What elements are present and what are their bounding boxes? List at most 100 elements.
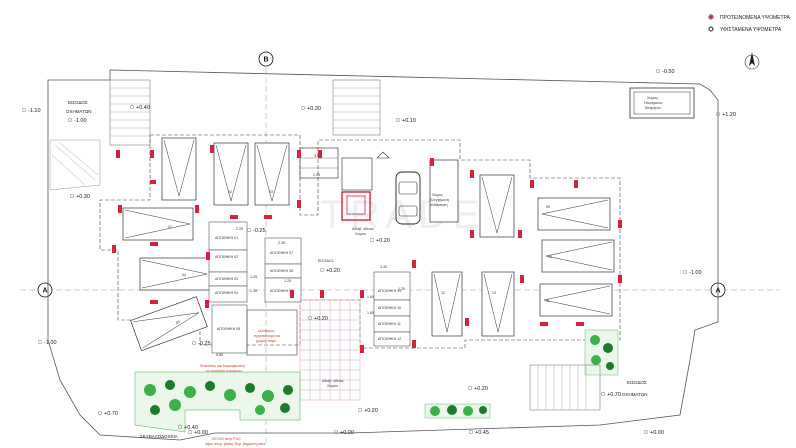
legend-existing-label: ΥΦΙΣΤΑΜΕΝΑ ΥΨΟΜΕΤΡΑ [720,27,782,33]
top-ramp [332,79,381,136]
storage-note-3: χωρος παρκ. [256,339,277,343]
parking-bay-3 [254,142,290,206]
plan-line [749,52,755,66]
plan-line [682,269,688,275]
plan-line [470,230,474,238]
plan-line [360,345,364,353]
storage-block-right [373,271,411,347]
bins-label: ΣΚΥΒΑΛΟΔΟΧΕΙΑ [140,434,178,439]
plan-line [144,384,156,396]
plan-line [258,51,274,67]
plan-line: +0.45 [475,430,489,436]
plan-line [37,339,43,345]
electric-meters-room [629,87,695,119]
plan-line [518,230,522,238]
parking-bay-2 [213,142,249,206]
axis-a-left-label: A [43,288,48,295]
parking-bay-11 [539,283,613,317]
parking-number: 11 [546,299,550,303]
plan-line [283,385,293,395]
parking-bay-8 [479,174,515,238]
plan-line: +0.10 [402,118,416,124]
site-boundary [47,69,719,441]
level-marker: +0.30 [300,105,321,112]
plan-line [633,91,691,115]
plan-line: -0.25 [198,341,211,347]
entrance-vehicles-right-line2: ΟΧΗΜΑΤΩΝ [622,392,647,397]
plan-line [169,399,181,411]
plan-line [481,176,513,234]
stair-core [299,147,390,221]
parking-number: 09 [546,205,550,209]
plan-line [150,405,160,415]
greenery-note-1: Φυτεύσεις και διαμορφώσεις [200,364,246,368]
plan-line [187,429,193,435]
plan-line: -1.00 [689,270,702,276]
plan-line [545,241,613,271]
dimension: 2.35 [278,241,285,245]
storage-label: ΑΠΟΘΗΚΗ 04 [215,291,238,295]
level-marker: +0.30 [69,193,90,200]
storage-block-left [208,221,302,303]
corridor-note: Αδιάβ. άδειας [322,379,344,383]
legend: ΠΡΟΤΕΙΝΟΜΕΝΑ ΥΨΟΜΕΤΡΑ ΥΦΙΣΤΑΜΕΝΑ ΥΨΟΜΕΤΡ… [708,14,791,33]
plan-line [369,237,375,243]
plan-line [346,195,366,215]
storage-label: ΑΠΟΘΗΚΗ 09 [378,289,401,293]
plan-line [398,181,418,195]
plan-line [398,205,418,217]
plan-line [205,381,215,391]
dimension: 3.40 [380,265,387,269]
plan-line [246,309,298,356]
shaft-line2: Χώρου [355,232,366,236]
north-arrow-icon [744,52,760,70]
plan-line [195,205,199,213]
plan-line [97,410,103,416]
plan-line [230,215,238,219]
plan-line [118,205,122,213]
parking-number: 13 [492,291,496,295]
plan-line [341,157,373,191]
legend-proposed-icon [708,14,714,20]
plan-line [112,245,116,253]
storage-label: ΑΠΟΘΗΚΗ 11 [378,322,401,326]
parking-bay-10 [541,239,615,273]
space-center-line2: Ελεγχόμενη [430,198,449,202]
greenery-note-2: με ευκοσμία πρασίνου [206,369,242,373]
plan-line [629,87,695,119]
parking-bay-12 [431,271,463,337]
plan-line [618,220,622,228]
level-marker: +0.40 [129,104,150,111]
parking-bay-4 [122,207,194,241]
elevator-shaft [341,191,371,221]
plan-line [299,147,339,179]
plan-line: +1.20 [722,112,736,118]
plan-line [215,144,247,202]
plan-line: +0.00 [650,430,664,436]
plan-line [468,429,474,435]
plan-line: -0.50 [662,69,675,75]
level-marker: +0.10 [395,117,416,124]
plan-line [465,318,469,326]
dimension: 1.25 [250,275,257,279]
plan-line [357,407,363,413]
plan-line [150,300,158,304]
plan-line [49,139,101,191]
legend-proposed-label: ΠΡΟΤΕΙΝΟΜΕΝΑ ΥΨΟΜΕΤΡΑ [720,15,791,21]
plan-line: +0.30 [307,106,321,112]
plan-line [319,267,325,273]
level-marker: -1.10 [21,107,41,114]
parking-bay-7 [429,159,459,223]
plan-line [150,150,154,158]
storage-room-09 [373,271,411,301]
plan-line [290,290,294,298]
plan-line [412,260,416,268]
plan-line [655,68,661,74]
level-marker: -0.50 [655,68,675,75]
plan-line [245,383,255,393]
storage-label: ΑΠΟΘΗΚΗ 10 [378,306,401,310]
storage-room-12 [373,331,411,347]
plan-line [530,180,534,188]
entrance-vehicles-right-line1: ΕΙΣΟΔΟΣ [627,380,647,385]
